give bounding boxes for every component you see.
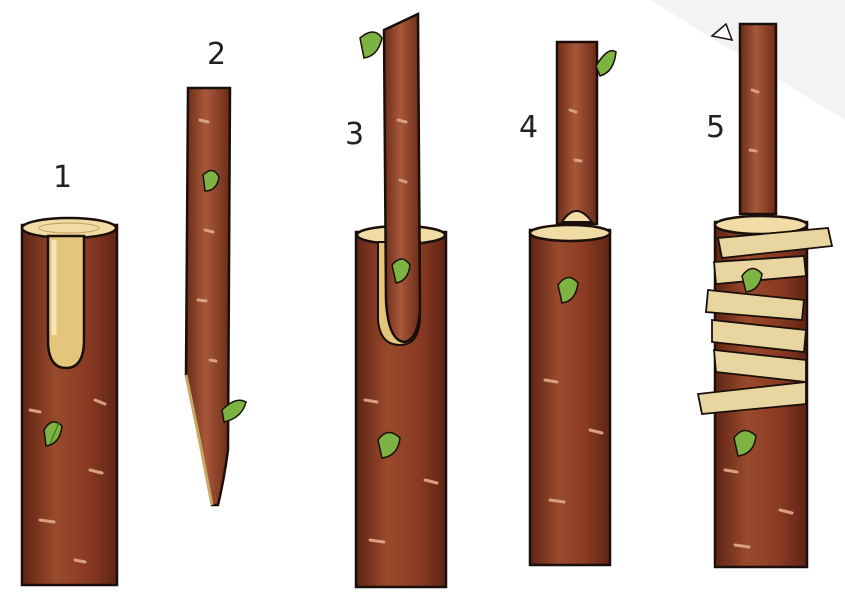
step-number-3: 3 <box>345 120 364 150</box>
step-number-2: 2 <box>207 40 226 70</box>
step-number-1: 1 <box>53 163 72 193</box>
bud-leaf <box>596 51 616 76</box>
step-2-scion <box>186 88 246 505</box>
step-number-5: 5 <box>706 113 725 143</box>
bud-leaf <box>360 32 382 58</box>
step-3-insertion <box>356 14 446 587</box>
step-5-wrapped <box>698 24 832 567</box>
step-1-rootstock <box>22 218 117 585</box>
step-4-joined <box>530 42 616 565</box>
step-number-4: 4 <box>519 113 538 143</box>
